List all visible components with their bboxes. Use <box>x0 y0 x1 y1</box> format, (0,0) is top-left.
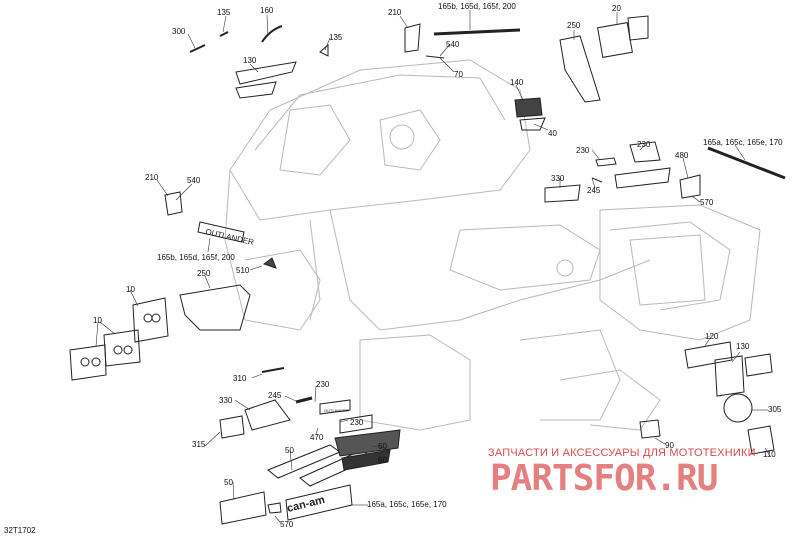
callout-20: 20 <box>612 4 621 13</box>
callout-140: 140 <box>510 78 524 87</box>
watermark-tagline: ЗАПЧАСТИ И АКСЕССУАРЫ ДЛЯ МОТОТЕХНИКИ <box>488 447 756 459</box>
callout-315: 315 <box>192 440 206 449</box>
callout-110: 110 <box>763 450 776 459</box>
drawing-code: 32T1702 <box>4 526 36 535</box>
callout-250-left: 250 <box>197 269 211 278</box>
callout-210-left: 210 <box>145 173 159 182</box>
callout-330-left: 330 <box>219 396 233 405</box>
callout-135-mid: 135 <box>329 33 343 42</box>
callout-165a-bottom: 165a, 165c, 165e, 170 <box>367 500 447 509</box>
callout-330-right: 330 <box>551 174 565 183</box>
callout-60-upper: 60 <box>378 442 387 451</box>
callout-250-top: 250 <box>567 21 581 30</box>
callout-310: 310 <box>233 374 247 383</box>
callout-305: 305 <box>768 405 782 414</box>
callout-90: 90 <box>665 441 674 450</box>
callout-60-lower: 60 <box>378 456 387 465</box>
callout-130-top: 130 <box>243 56 257 65</box>
callout-230-lower: 230 <box>316 380 330 389</box>
callout-135-top: 135 <box>217 8 231 17</box>
callout-540-left: 540 <box>187 176 201 185</box>
callout-510: 510 <box>236 266 250 275</box>
callout-210-top: 210 <box>388 8 402 17</box>
atv-frame <box>224 59 761 431</box>
callout-540-top: 540 <box>446 40 460 49</box>
callout-230-mid: 230 <box>576 146 590 155</box>
callout-160: 160 <box>260 6 274 15</box>
callout-570-bottom: 570 <box>280 520 294 529</box>
outlander-decal-small: OUTLANDER <box>324 408 349 413</box>
callout-480: 480 <box>675 151 689 160</box>
callout-50-upper: 50 <box>285 446 294 455</box>
callout-165b-left: 165b, 165d, 165f, 200 <box>157 253 235 262</box>
callout-230-bottom: 230 <box>350 418 364 427</box>
callout-230-right: 230 <box>637 140 651 149</box>
callout-70: 70 <box>454 70 463 79</box>
callout-10-a: 10 <box>126 285 135 294</box>
callout-570-right: 570 <box>700 198 714 207</box>
can-am-decal: can-am <box>286 494 326 515</box>
callout-470: 470 <box>310 433 324 442</box>
callout-120: 120 <box>705 332 719 341</box>
callout-165a-right: 165a, 165c, 165e, 170 <box>703 138 783 147</box>
callout-130-right: 130 <box>736 342 750 351</box>
callout-165b-top: 165b, 165d, 165f, 200 <box>438 2 516 11</box>
callout-50-lower: 50 <box>224 478 233 487</box>
outlander-decal-side: OUTLANDER <box>205 227 255 247</box>
callout-300: 300 <box>172 27 186 36</box>
callout-10-b: 10 <box>93 316 102 325</box>
callout-245-left: 245 <box>268 391 282 400</box>
callout-40: 40 <box>548 129 557 138</box>
decal-parts <box>69 15 786 525</box>
watermark-logo: PARTSFOR.RU <box>490 458 718 499</box>
leader-lines <box>95 10 771 523</box>
callout-245-right: 245 <box>587 186 601 195</box>
